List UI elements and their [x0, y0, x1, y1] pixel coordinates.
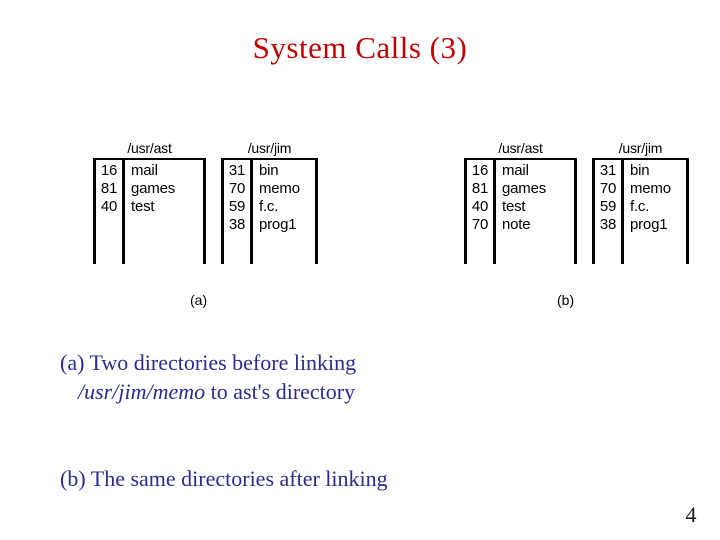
directory-block-b-usr-ast: /usr/ast 16 81 40 70 mail games test not…	[464, 138, 577, 264]
filename-column: mail games test	[125, 160, 203, 264]
caption-a-path: /usr/jim/memo	[78, 379, 206, 404]
filename-column: mail games test note	[496, 160, 574, 264]
caption-b-line1: (b) The same directories after linking	[60, 466, 388, 491]
directory-table-a-usr-jim: 31 70 59 38 bin memo f.c. prog1	[221, 158, 318, 264]
directory-header-b-usr-ast: /usr/ast	[498, 140, 543, 156]
table-cell-name: f.c.	[630, 198, 650, 215]
table-cell-inode: 70	[471, 216, 489, 233]
caption-b: (b) The same directories after linking	[60, 464, 660, 493]
table-cell-name: bin	[259, 162, 279, 179]
directory-table-b-usr-ast: 16 81 40 70 mail games test note	[464, 158, 577, 264]
table-cell-name: prog1	[630, 216, 668, 233]
directory-block-b-usr-jim: /usr/jim 31 70 59 38 bin memo f.c. prog1	[592, 138, 689, 264]
directory-block-a-usr-ast: /usr/ast 16 81 40 mail games test	[93, 138, 206, 264]
caption-a-line2-rest: to ast's directory	[205, 379, 356, 404]
filename-column: bin memo f.c. prog1	[253, 160, 315, 264]
inode-column: 16 81 40	[96, 160, 125, 264]
table-cell-name: f.c.	[259, 198, 279, 215]
table-cell-inode: 38	[228, 216, 246, 233]
inode-column: 16 81 40 70	[467, 160, 496, 264]
table-cell-name: mail	[131, 162, 158, 179]
table-cell-name: note	[502, 216, 531, 233]
directory-figure: /usr/ast 16 81 40 mail games test /usr/j…	[0, 138, 720, 323]
table-cell-inode: 40	[471, 198, 489, 215]
inode-column: 31 70 59 38	[224, 160, 253, 264]
table-cell-inode: 38	[599, 216, 617, 233]
panel-a-directory-pair: /usr/ast 16 81 40 mail games test /usr/j…	[93, 138, 318, 264]
directory-header-a-usr-jim: /usr/jim	[247, 140, 292, 156]
caption-a: (a) Two directories before linking /usr/…	[60, 348, 660, 406]
table-cell-inode: 16	[100, 162, 118, 179]
table-cell-inode: 40	[100, 198, 118, 215]
caption-a-line2: /usr/jim/memo to ast's directory	[60, 377, 660, 406]
filename-column: bin memo f.c. prog1	[624, 160, 686, 264]
directory-header-b-usr-jim: /usr/jim	[618, 140, 663, 156]
table-cell-name: games	[502, 180, 547, 197]
page-title: System Calls (3)	[252, 30, 468, 65]
directory-table-b-usr-jim: 31 70 59 38 bin memo f.c. prog1	[592, 158, 689, 264]
table-cell-inode: 81	[100, 180, 118, 197]
figure-sub-label-a: (a)	[190, 292, 208, 308]
panel-a: /usr/ast 16 81 40 mail games test /usr/j…	[93, 138, 318, 264]
table-cell-inode: 31	[228, 162, 246, 179]
panel-b-directory-pair: /usr/ast 16 81 40 70 mail games test not…	[464, 138, 689, 264]
table-cell-inode: 31	[599, 162, 617, 179]
table-cell-inode: 16	[471, 162, 489, 179]
caption-a-line1: (a) Two directories before linking	[60, 350, 357, 375]
table-cell-name: memo	[259, 180, 300, 197]
inode-column: 31 70 59 38	[595, 160, 624, 264]
table-cell-inode: 59	[228, 198, 246, 215]
table-cell-name: prog1	[259, 216, 297, 233]
directory-header-a-usr-ast: /usr/ast	[127, 140, 172, 156]
table-cell-inode: 59	[599, 198, 617, 215]
panel-b: /usr/ast 16 81 40 70 mail games test not…	[464, 138, 689, 264]
table-cell-inode: 70	[599, 180, 617, 197]
directory-block-a-usr-jim: /usr/jim 31 70 59 38 bin memo f.c. prog1	[221, 138, 318, 264]
directory-table-a-usr-ast: 16 81 40 mail games test	[93, 158, 206, 264]
page-number: 4	[685, 502, 697, 527]
table-cell-name: mail	[502, 162, 529, 179]
table-cell-inode: 81	[471, 180, 489, 197]
table-cell-inode: 70	[228, 180, 246, 197]
table-cell-name: test	[502, 198, 526, 215]
table-cell-name: test	[131, 198, 155, 215]
table-cell-name: bin	[630, 162, 650, 179]
figure-sub-label-b: (b)	[557, 292, 575, 308]
table-cell-name: memo	[630, 180, 671, 197]
table-cell-name: games	[131, 180, 176, 197]
